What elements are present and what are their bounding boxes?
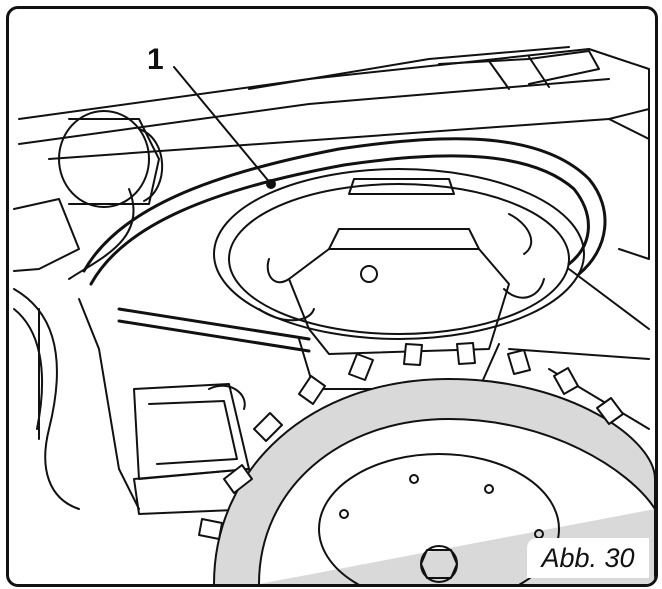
drive-chain xyxy=(82,137,607,353)
left-frame xyxy=(13,188,140,510)
upper-housing xyxy=(18,46,650,160)
gear-hub xyxy=(288,228,510,390)
right-frame xyxy=(508,108,650,430)
sprocket-wheel xyxy=(213,168,585,340)
left-cylinder xyxy=(58,110,164,208)
figure-frame: 1 Abb. 30 xyxy=(6,6,658,587)
drive-chain-illustration xyxy=(13,46,655,584)
callout-dot xyxy=(266,179,276,189)
toothed-wheel xyxy=(198,342,655,584)
callout-label-chain: 1 xyxy=(147,43,164,76)
callout-leader-line xyxy=(173,66,272,185)
figure-caption: Abb. 30 xyxy=(527,538,649,578)
